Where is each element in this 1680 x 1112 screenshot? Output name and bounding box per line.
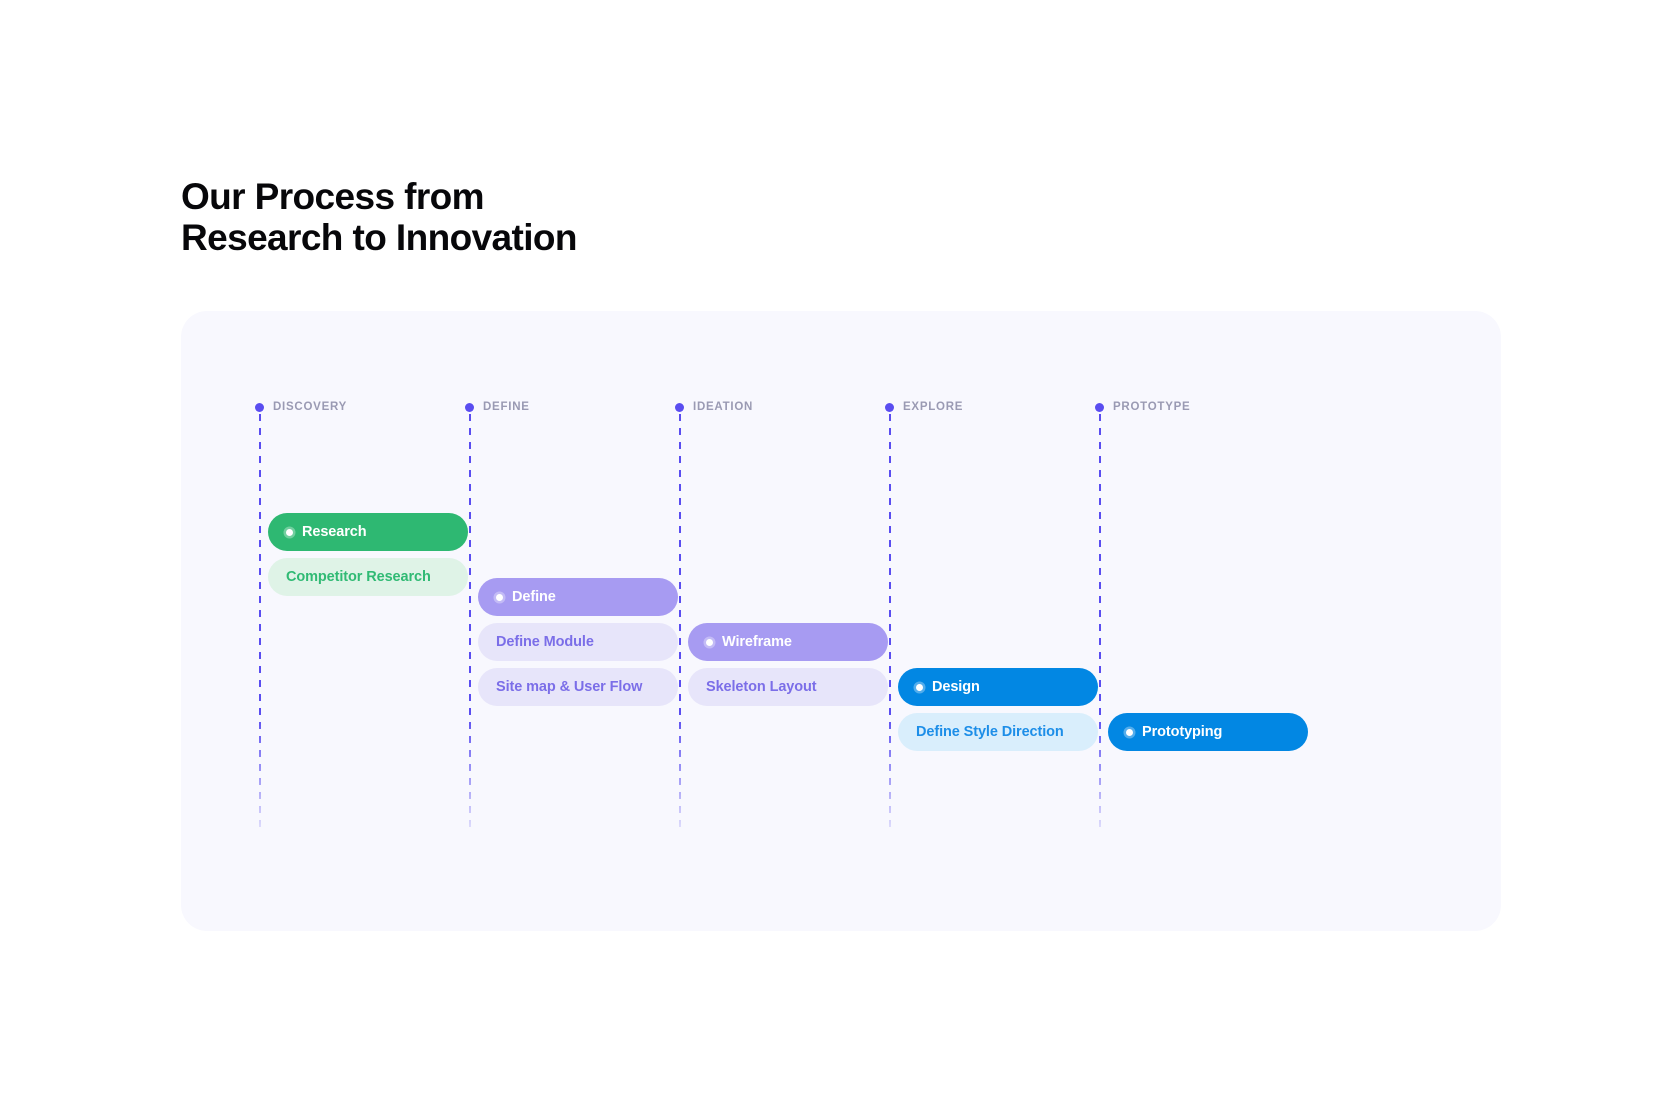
process-step-pill[interactable]: Define Style Direction	[898, 713, 1098, 751]
process-step-pill[interactable]: Define Module	[478, 623, 678, 661]
stage-column-ideation: IDEATION	[675, 311, 905, 931]
stage-header: DEFINE	[465, 400, 530, 414]
stage-header: PROTOTYPE	[1095, 400, 1191, 414]
stage-dashed-rail	[889, 414, 891, 834]
stage-label: IDEATION	[693, 401, 754, 413]
process-step-label: Wireframe	[722, 634, 792, 650]
status-dot-icon	[706, 638, 713, 646]
process-step-label: Define Module	[496, 634, 594, 650]
status-dot-icon	[916, 683, 923, 691]
process-step-pill[interactable]: Wireframe	[688, 623, 888, 661]
process-step-label: Prototyping	[1142, 724, 1223, 740]
stage-column-discovery: DISCOVERY	[255, 311, 485, 931]
process-step-label: Skeleton Layout	[706, 679, 817, 695]
stage-marker-dot-icon	[885, 402, 894, 412]
status-dot-icon	[496, 593, 503, 601]
stage-dashed-rail	[1099, 414, 1101, 834]
stage-label: PROTOTYPE	[1113, 401, 1191, 413]
process-step-pill[interactable]: Prototyping	[1108, 713, 1308, 751]
status-dot-icon	[1126, 728, 1133, 736]
stage-label: DISCOVERY	[273, 401, 348, 413]
stage-header: DISCOVERY	[255, 400, 348, 414]
stage-marker-dot-icon	[675, 402, 684, 412]
stage-header: EXPLORE	[885, 400, 964, 414]
process-step-label: Define	[512, 589, 556, 605]
process-step-label: Competitor Research	[286, 569, 431, 585]
stage-label: DEFINE	[483, 401, 530, 413]
stage-dashed-rail	[469, 414, 471, 834]
process-step-pill[interactable]: Research	[268, 513, 468, 551]
process-step-pill[interactable]: Define	[478, 578, 678, 616]
process-step-label: Research	[302, 524, 367, 540]
stage-header: IDEATION	[675, 400, 754, 414]
process-step-pill[interactable]: Skeleton Layout	[688, 668, 888, 706]
process-step-label: Design	[932, 679, 980, 695]
status-dot-icon	[286, 528, 293, 536]
process-step-label: Site map & User Flow	[496, 679, 643, 695]
process-step-pill[interactable]: Site map & User Flow	[478, 668, 678, 706]
process-step-label: Define Style Direction	[916, 724, 1064, 740]
stage-column-explore: EXPLORE	[885, 311, 1115, 931]
process-step-pill[interactable]: Competitor Research	[268, 558, 468, 596]
stage-marker-dot-icon	[1095, 402, 1104, 412]
stage-column-prototype: PROTOTYPE	[1095, 311, 1325, 931]
process-step-pill[interactable]: Design	[898, 668, 1098, 706]
stage-dashed-rail	[679, 414, 681, 834]
stage-marker-dot-icon	[465, 402, 474, 412]
stage-column-define: DEFINE	[465, 311, 695, 931]
page-title: Our Process from Research to Innovation	[181, 176, 578, 258]
stage-dashed-rail	[259, 414, 261, 834]
stage-marker-dot-icon	[255, 402, 264, 412]
stage-label: EXPLORE	[903, 401, 964, 413]
